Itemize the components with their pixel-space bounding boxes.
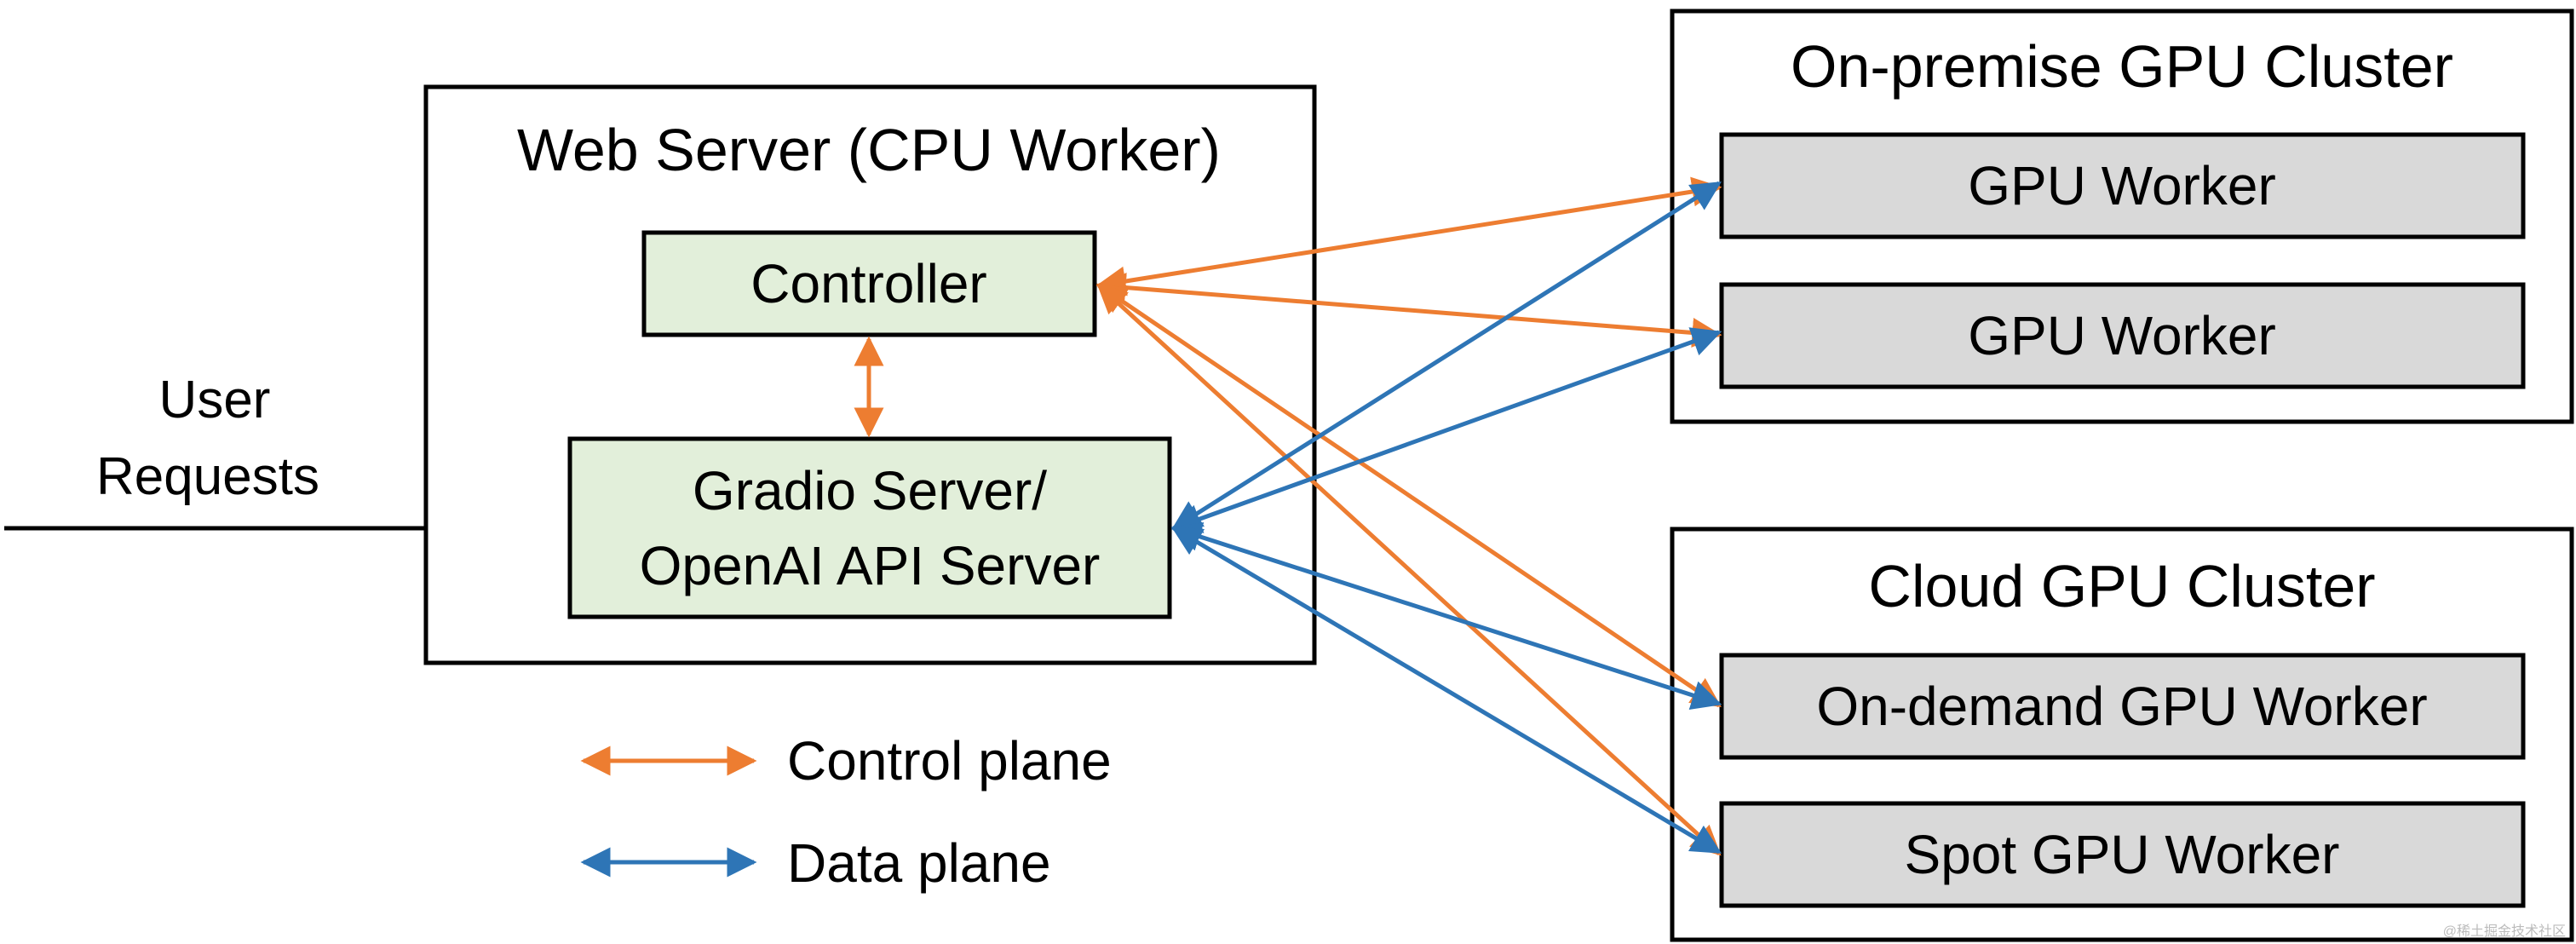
user-requests-label-line1: User xyxy=(159,371,271,429)
ondemand-gpu-worker-label: On-demand GPU Worker xyxy=(1816,676,2427,737)
onprem-gpu-worker-1-box xyxy=(1719,132,2526,239)
watermark: @稀土掘金技术社区 xyxy=(2443,924,2566,939)
gradio-server-label-line2: OpenAI API Server xyxy=(640,535,1101,596)
onprem-gpu-worker-2-box xyxy=(1719,282,2526,389)
data-arrow-gradio-spot-worker xyxy=(1170,526,1722,855)
gradio-server-label-line1: Gradio Server/ xyxy=(693,460,1047,521)
controller-label: Controller xyxy=(750,253,986,314)
user-requests-label-line2: Requests xyxy=(96,447,319,506)
spot-gpu-worker-label: Spot GPU Worker xyxy=(1905,824,2340,885)
gradio-server-box xyxy=(567,436,1172,619)
legend-control-label: Control plane xyxy=(787,730,1112,791)
legend-data-label: Data plane xyxy=(787,832,1051,894)
spot-gpu-worker-box xyxy=(1719,801,2526,908)
onprem-cluster-title: On-premise GPU Cluster xyxy=(1791,33,2453,100)
cloud-cluster-title: Cloud GPU Cluster xyxy=(1868,553,2375,619)
ondemand-gpu-worker-box xyxy=(1719,653,2526,760)
web-server-title: Web Server (CPU Worker) xyxy=(517,117,1221,183)
onprem-gpu-worker-2-label: GPU Worker xyxy=(1968,305,2276,366)
controller-box xyxy=(641,230,1097,337)
onprem-gpu-worker-1-label: GPU Worker xyxy=(1968,155,2276,216)
data-arrow-gradio-gpu-worker-2 xyxy=(1170,327,1722,533)
